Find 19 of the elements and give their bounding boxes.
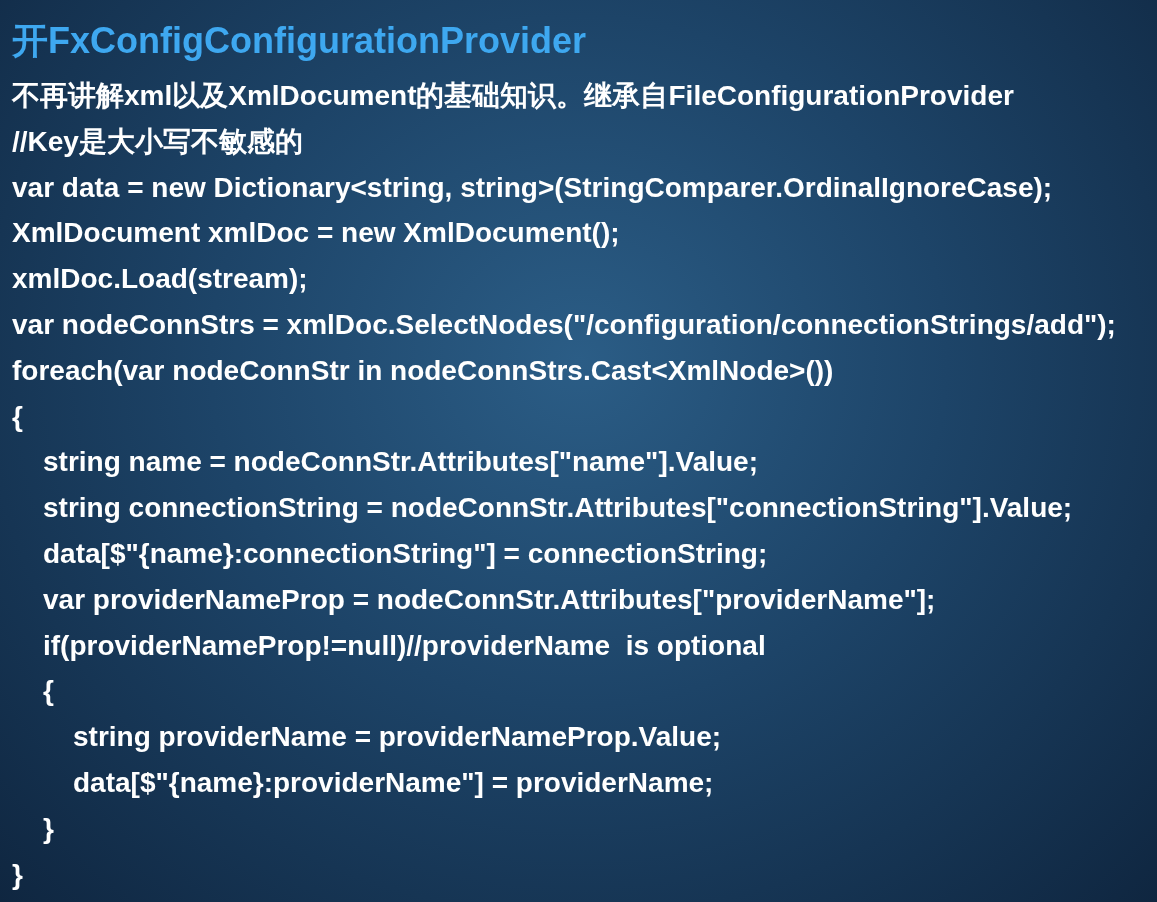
code-line: data[$"{name}:providerName"] = providerName;: [73, 767, 714, 800]
note-text: //Key是大小写不敏感的: [12, 125, 303, 158]
code-line: {: [12, 400, 23, 433]
code-line: {: [43, 675, 54, 708]
note-text: 不再讲解xml以及XmlDocument的基础知识。继承自FileConfigurationProvider: [12, 80, 1014, 113]
code-line: data[$"{name}:connectionString"] = connectionString;: [43, 538, 768, 571]
code-line: string providerName = providerNameProp.Value;: [73, 721, 722, 754]
code-line: var data = new Dictionary<string, string>(StringComparer.OrdinalIgnoreCase);: [12, 171, 1053, 204]
code-line: var nodeConnStrs = xmlDoc.SelectNodes("/configuration/connectionStrings/add");: [12, 309, 1116, 342]
code-line: }: [43, 812, 54, 845]
slide-title: 开FxConfigConfigurationProvider: [12, 20, 586, 62]
code-line: foreach(var nodeConnStr in nodeConnStrs.Cast<XmlNode>()): [12, 354, 834, 387]
code-line: var providerNameProp = nodeConnStr.Attributes["providerName"];: [43, 583, 936, 616]
code-line: XmlDocument xmlDoc = new XmlDocument();: [12, 217, 620, 250]
code-line: xmlDoc.Load(stream);: [12, 263, 308, 296]
code-line: if(providerNameProp!=null)//providerName is optional: [43, 629, 766, 662]
code-line: }: [12, 858, 23, 891]
code-line: string connectionString = nodeConnStr.Attributes["connectionString"].Value;: [43, 492, 1073, 525]
code-line: string name = nodeConnStr.Attributes["name"].Value;: [43, 446, 758, 479]
